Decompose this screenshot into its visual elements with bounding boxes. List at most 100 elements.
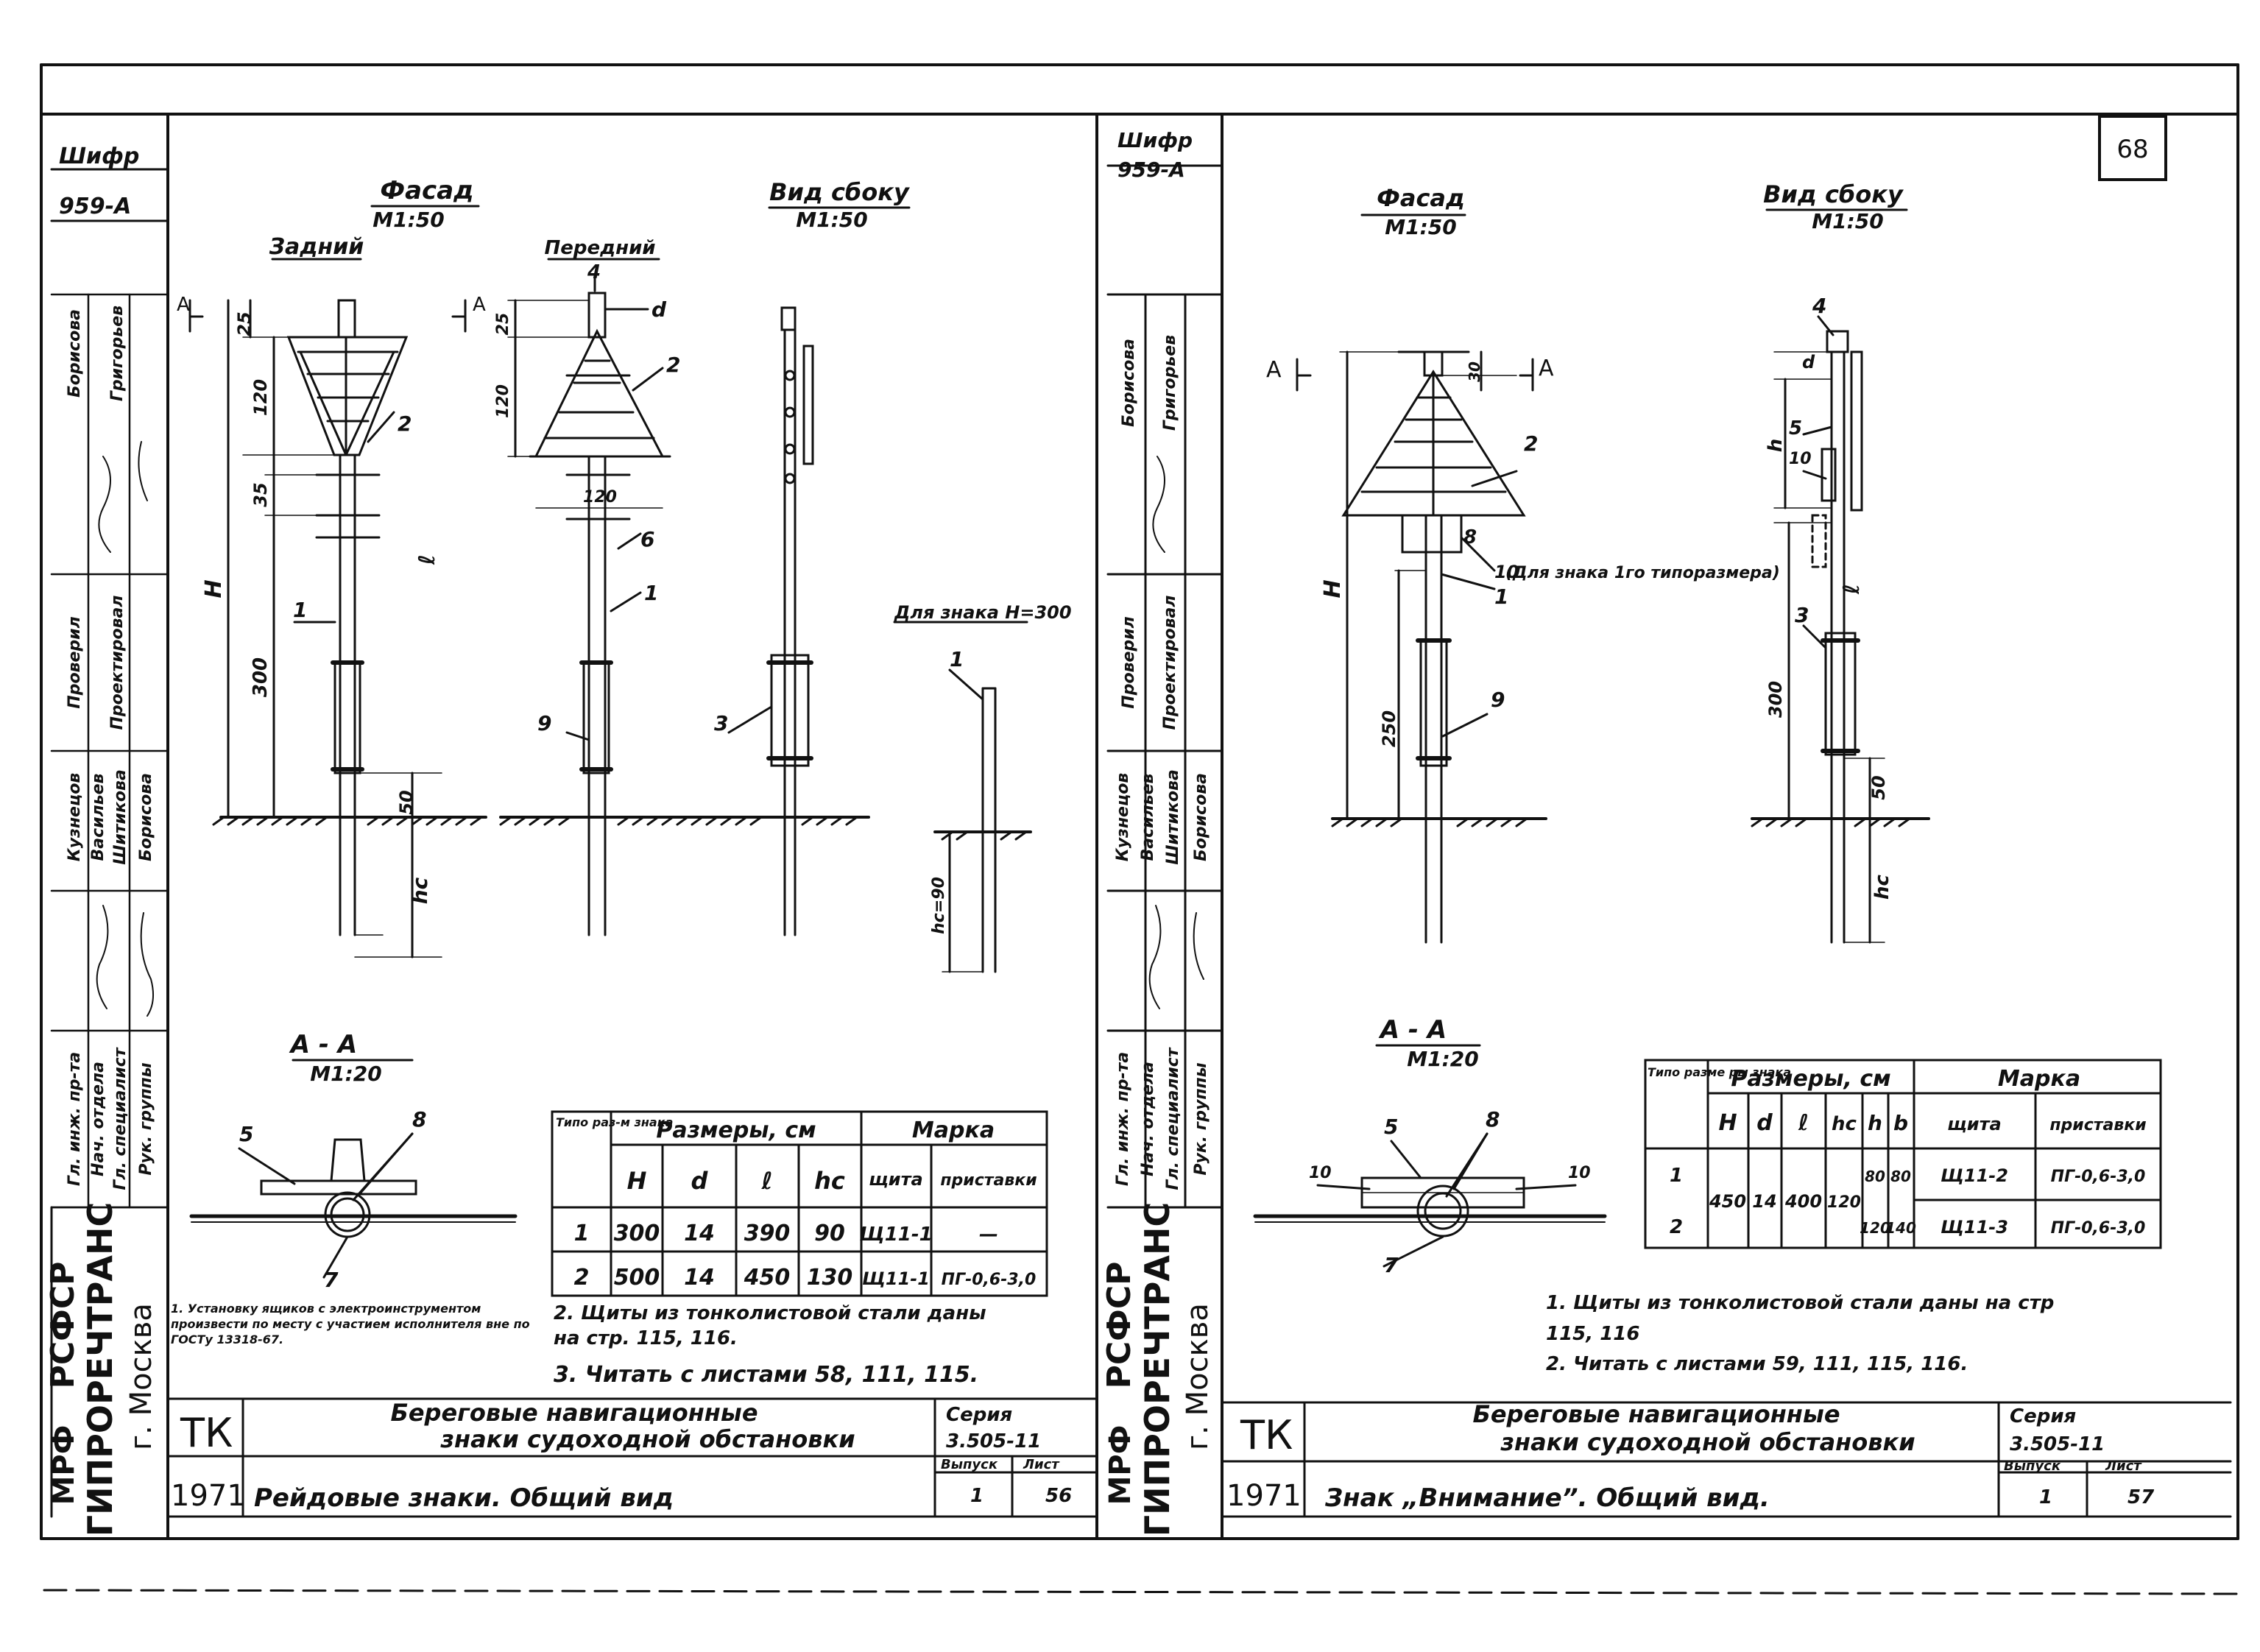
left-callout-2a: 2 xyxy=(398,412,412,436)
right-table-r2-adapter: ПГ-0,6-3,0 xyxy=(2051,1219,2146,1238)
right-name-1: Борисова xyxy=(1120,339,1138,427)
right-org-rsfsr: РСФСР xyxy=(1101,1262,1138,1389)
right-table-r2-h: 120 xyxy=(1860,1219,1890,1237)
right-table-r1-type: 1 xyxy=(1670,1165,1683,1187)
right-note-2: 2. Читать с листами 59, 111, 115, 116. xyxy=(1546,1353,1968,1376)
left-title-front: Передний xyxy=(544,237,655,259)
left-stamp-year: 1971 xyxy=(171,1479,246,1513)
right-org-city: г. Москва xyxy=(1181,1303,1215,1450)
left-scale-facade: М1:50 xyxy=(372,208,445,232)
left-section-a-right: А xyxy=(473,294,486,316)
left-role-group: Рук. группы xyxy=(137,1062,155,1175)
left-sheet-value: 56 xyxy=(1045,1485,1072,1507)
right-side-dim-hc: hc xyxy=(1871,874,1893,900)
left-name-4: Васильев xyxy=(89,773,107,861)
left-callout-3: 3 xyxy=(714,711,728,735)
left-table-r2-d: 14 xyxy=(684,1265,715,1291)
right-table-r2-b: 140 xyxy=(1885,1219,1916,1237)
left-stamp-title-1: Береговые навигационные xyxy=(390,1399,758,1427)
right-org-giprorechtrans: ГИПРОРЕЧТРАНС xyxy=(1137,1202,1177,1536)
right-role-designed: Проектировал xyxy=(1161,595,1179,730)
right-table-r1-shield: Щ11-2 xyxy=(1941,1165,2008,1186)
left-title-facade: Фасад xyxy=(380,176,473,205)
left-callout-2b: 2 xyxy=(666,353,680,377)
left-table-group-mark: Марка xyxy=(912,1118,995,1143)
right-callout-7: 7 xyxy=(1384,1253,1399,1277)
right-callout-2: 2 xyxy=(1524,431,1538,456)
left-dim-300: 300 xyxy=(250,657,272,697)
left-issue-value: 1 xyxy=(970,1485,984,1507)
left-callout-4a: 4 xyxy=(587,261,601,283)
right-table-h-hc: hc xyxy=(1832,1113,1857,1135)
right-scale-facade: М1:50 xyxy=(1385,215,1457,239)
right-callout-8b: 8 xyxy=(1486,1107,1500,1132)
right-table-r1-adapter: ПГ-0,6-3,0 xyxy=(2051,1168,2146,1186)
right-role-head: Нач. отдела xyxy=(1139,1062,1157,1176)
right-issue-label: Выпуск xyxy=(2004,1458,2061,1474)
page-number-box: 68 xyxy=(2098,115,2167,181)
left-table-r2-H: 500 xyxy=(614,1265,660,1291)
right-section-a-right: А xyxy=(1539,356,1554,381)
left-callout-1b: 1 xyxy=(644,581,658,605)
left-org-mrf: МРФ xyxy=(47,1425,81,1505)
left-table-r1-adapter: — xyxy=(979,1224,998,1246)
right-side-dim-300: 300 xyxy=(1765,681,1786,718)
right-callout-3: 3 xyxy=(1795,603,1809,627)
left-table-group-dims: Размеры, см xyxy=(656,1118,816,1143)
left-org-giprorechtrans: ГИПРОРЕЧТРАНС xyxy=(80,1202,120,1536)
right-title-facade: Фасад xyxy=(1377,184,1465,212)
left-series-value: 3.505-11 xyxy=(946,1430,1041,1452)
left-callout-9: 9 xyxy=(537,711,551,735)
left-hc90: hc=90 xyxy=(930,877,948,934)
left-front-dim-d: d xyxy=(651,297,667,322)
right-table-h-d: d xyxy=(1756,1110,1773,1136)
right-stamp-title-2: знаки судоходной обстановки xyxy=(1500,1428,1915,1456)
left-notes: 1. Установку ящиков с электроинструменто… xyxy=(171,1302,1054,1388)
left-callout-6: 6 xyxy=(640,527,654,551)
left-title-side: Вид сбоку xyxy=(769,178,910,206)
right-side-dim-50: 50 xyxy=(1868,775,1889,799)
left-table-r2-shield: Щ11-1 xyxy=(862,1268,930,1289)
left-org-city: г. Москва xyxy=(124,1303,158,1450)
right-callout-10b: 10 xyxy=(1309,1164,1332,1182)
left-table-h-adapter: приставки xyxy=(940,1171,1037,1190)
right-table-r1-b: 80 xyxy=(1890,1168,1911,1185)
left-front-dim-25: 25 xyxy=(494,313,512,336)
right-table-r2-shield: Щ11-3 xyxy=(1941,1217,2008,1238)
right-note-1: 1. Щиты из тонколистовой стали даны на с… xyxy=(1546,1292,2055,1345)
right-cipher-label: Шифр xyxy=(1117,128,1193,152)
left-signature-block xyxy=(50,293,169,1209)
right-role-group: Рук. группы xyxy=(1192,1062,1210,1175)
right-table-r1-H: 450 xyxy=(1709,1191,1746,1212)
right-stamp-title-1: Береговые навигационные xyxy=(1472,1400,1840,1428)
left-stamp-tk: ТК xyxy=(180,1410,233,1456)
left-callout-1c: 1 xyxy=(950,647,964,671)
left-table-r1-H: 300 xyxy=(614,1221,660,1246)
left-table-r2-hc: 130 xyxy=(807,1265,853,1291)
right-scale-side: М1:50 xyxy=(1812,209,1884,233)
right-table-h-b: b xyxy=(1893,1111,1908,1135)
left-issue-label: Выпуск xyxy=(941,1457,998,1472)
right-stamp-year: 1971 xyxy=(1226,1479,1302,1513)
right-sheet: Шифр 959-А Проверил Проектировал Гл. инж… xyxy=(1101,113,2232,1540)
left-table-r1-type: 1 xyxy=(574,1221,590,1246)
right-sheet-label: Лист xyxy=(2105,1458,2142,1474)
right-sheet-value: 57 xyxy=(2127,1486,2155,1508)
right-table-h-shield: щита xyxy=(1947,1114,2001,1134)
left-stamp-title-2: знаки судоходной обстановки xyxy=(439,1425,855,1453)
right-notes: 1. Щиты из тонколистовой стали даны на с… xyxy=(1546,1288,2208,1380)
right-facade-view xyxy=(1331,350,1547,944)
left-dim-25: 25 xyxy=(234,311,255,336)
left-role-chief: Гл. инж. пр-та xyxy=(66,1052,84,1186)
left-dim-l: ℓ xyxy=(414,554,440,565)
right-table-r1-l: 400 xyxy=(1784,1191,1822,1212)
right-table-r1-d: 14 xyxy=(1752,1191,1776,1212)
right-callout-10a: 10 xyxy=(1789,450,1812,468)
left-table-r1-shield: Щ11-1 xyxy=(859,1224,933,1246)
right-org-mrf: МРФ xyxy=(1103,1425,1137,1505)
left-stamp-sheet-title: Рейдовые знаки. Общий вид xyxy=(254,1483,674,1513)
left-role-designed: Проектировал xyxy=(108,595,127,730)
left-cipher-box xyxy=(50,168,169,222)
left-callout-5: 5 xyxy=(239,1122,253,1146)
left-h300-detail xyxy=(893,621,1032,973)
